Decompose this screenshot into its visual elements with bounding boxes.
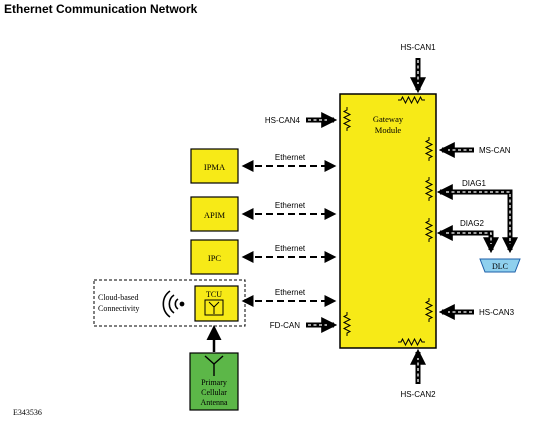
bus-connectors	[306, 58, 519, 384]
resistor-hs-can2-icon	[398, 337, 425, 347]
resistor-hs-can1-icon	[398, 95, 425, 105]
antenna-label-line1: Primary	[201, 378, 227, 387]
figure-id: E343536	[13, 408, 42, 417]
ethernet-label-apim: Ethernet	[275, 201, 306, 210]
ethernet-label-ipma: Ethernet	[275, 153, 306, 162]
cloud-label-line1: Cloud-based	[98, 293, 138, 302]
cellular-antenna-icon	[204, 355, 224, 376]
hs-can1-label: HS-CAN1	[400, 43, 436, 52]
cloud-label-line2: Connectivity	[98, 304, 139, 313]
ipma-label: IPMA	[204, 162, 226, 172]
apim-label: APIM	[204, 210, 226, 220]
fd-can-label: FD-CAN	[270, 321, 300, 330]
tcu-antenna-icon	[204, 299, 224, 316]
ethernet-label-tcu: Ethernet	[275, 288, 306, 297]
hs-can4-label: HS-CAN4	[265, 116, 301, 125]
gateway-label-line1: Gateway	[373, 114, 404, 124]
termination-resistors	[342, 95, 434, 347]
ethernet-links	[241, 160, 337, 307]
resistor-diag2-icon	[424, 218, 434, 242]
dlc-connector-icon	[479, 258, 521, 273]
cloud-connectivity-boundary	[93, 279, 246, 327]
antenna-label-line2: Cellular	[201, 388, 227, 397]
resistor-hs-can4-icon	[342, 107, 352, 131]
primary-cellular-antenna-box	[189, 352, 239, 411]
apim-module-box	[190, 196, 239, 232]
ipc-module-box	[190, 239, 239, 275]
wireless-signal-icon	[162, 290, 185, 318]
antenna-label-line3: Antenna	[200, 398, 228, 407]
gateway-module-box	[339, 93, 437, 349]
ipma-module-box	[190, 148, 239, 184]
resistor-diag1-icon	[424, 177, 434, 201]
diag2-label: DIAG2	[460, 219, 485, 228]
resistor-fd-can-icon	[342, 312, 352, 336]
ethernet-label-ipc: Ethernet	[275, 244, 306, 253]
resistor-ms-can-icon	[424, 137, 434, 161]
gateway-label-line2: Module	[375, 125, 402, 135]
diagram-title: Ethernet Communication Network	[4, 2, 198, 16]
ms-can-label: MS-CAN	[479, 146, 511, 155]
diag1-label: DIAG1	[462, 179, 487, 188]
dlc-label: DLC	[492, 262, 508, 271]
hs-can3-label: HS-CAN3	[479, 308, 515, 317]
resistor-hs-can3-icon	[424, 298, 434, 322]
ipc-label: IPC	[208, 253, 222, 263]
tcu-label: TCU	[206, 290, 222, 299]
diag2-connector	[436, 224, 500, 254]
hs-can2-label: HS-CAN2	[400, 390, 436, 399]
